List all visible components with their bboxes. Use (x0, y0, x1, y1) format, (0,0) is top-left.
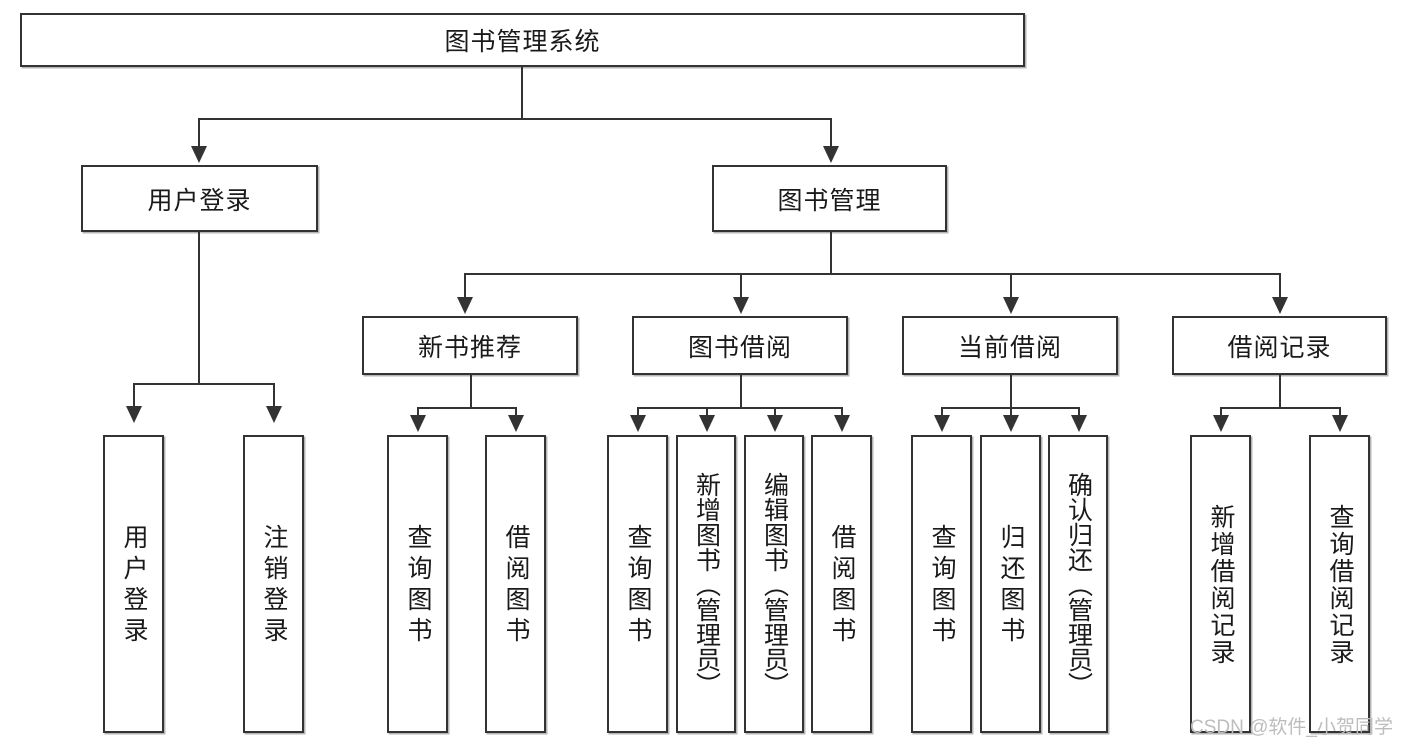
arrow-level2-new-book (457, 297, 473, 314)
arrow-current-borrow-leaf-2 (1003, 415, 1019, 432)
connector-new-book-drop-1 (417, 407, 419, 417)
arrow-borrow-record-leaf-1 (1213, 415, 1229, 432)
arrow-book-borrow-leaf-2 (699, 415, 715, 432)
connector-user-login-stem (198, 232, 200, 383)
connector-borrow-record-bus (1220, 407, 1339, 409)
node-root-system-label: 图书管理系统 (444, 28, 601, 56)
arrow-new-book-leaf-2 (508, 415, 524, 432)
node-leaf-user-login-label: 用户登录 (120, 524, 148, 648)
node-leaf-newbook-query-book[interactable]: 查询图书 (387, 435, 448, 733)
arrow-level2-borrow-record (1272, 297, 1288, 314)
node-current-borrow[interactable]: 当前借阅 (902, 316, 1118, 375)
node-leaf-user-login[interactable]: 用户登录 (103, 435, 164, 733)
node-leaf-borrow-query-book[interactable]: 查询图书 (607, 435, 668, 733)
arrow-book-borrow-leaf-4 (834, 415, 850, 432)
node-leaf-borrow-borrow-book[interactable]: 借阅图书 (811, 435, 872, 733)
connector-book-borrow-stem (740, 375, 742, 407)
connector-new-book-stem (470, 375, 472, 407)
connector-book-borrow-drop-2 (706, 407, 708, 417)
node-leaf-current-return-book[interactable]: 归还图书 (980, 435, 1041, 733)
connector-user-login-bus (133, 383, 274, 385)
connector-current-borrow-drop-2 (1010, 407, 1012, 417)
node-new-book-recommend[interactable]: 新书推荐 (362, 316, 578, 375)
connector-level2-drop-1 (464, 273, 466, 299)
connector-level1-drop-book (830, 118, 832, 148)
connector-level2-drop-3 (1010, 273, 1012, 299)
arrow-level2-current-borrow (1003, 297, 1019, 314)
node-current-borrow-label: 当前借阅 (957, 333, 1062, 362)
node-leaf-current-query-book-label: 查询图书 (928, 524, 956, 648)
node-leaf-logout-label: 注销登录 (260, 524, 288, 648)
connector-borrow-record-drop-2 (1339, 407, 1341, 417)
node-book-borrow[interactable]: 图书借阅 (632, 316, 848, 375)
arrow-level1-user (191, 146, 207, 163)
node-user-login-label: 用户登录 (147, 186, 252, 215)
connector-current-borrow-drop-1 (941, 407, 943, 417)
arrow-user-login-leaf-2 (266, 406, 282, 423)
arrow-level1-book (823, 146, 839, 163)
node-leaf-current-confirm-return-label: 确认归还（管理员） (1064, 472, 1093, 697)
node-user-login[interactable]: 用户登录 (81, 165, 318, 232)
node-leaf-borrow-edit-book-label: 编辑图书（管理员） (760, 472, 789, 697)
arrow-borrow-record-leaf-2 (1332, 415, 1348, 432)
connector-level2-drop-2 (740, 273, 742, 299)
arrow-current-borrow-leaf-3 (1071, 415, 1087, 432)
connector-level1-bus (198, 118, 832, 120)
connector-book-borrow-drop-4 (841, 407, 843, 417)
connector-current-borrow-stem (1010, 375, 1012, 407)
node-book-management-label: 图书管理 (777, 186, 882, 215)
connector-new-book-bus (417, 407, 515, 409)
node-leaf-logout[interactable]: 注销登录 (243, 435, 304, 733)
arrow-current-borrow-leaf-1 (934, 415, 950, 432)
arrow-book-borrow-leaf-1 (630, 415, 646, 432)
node-leaf-record-add[interactable]: 新增借阅记录 (1190, 435, 1251, 733)
node-borrow-record-label: 借阅记录 (1227, 333, 1332, 362)
arrow-user-login-leaf-1 (126, 406, 142, 423)
node-leaf-borrow-add-book[interactable]: 新增图书（管理员） (676, 435, 736, 733)
connector-user-login-drop-2 (273, 383, 275, 408)
connector-user-login-drop-1 (133, 383, 135, 408)
connector-borrow-record-stem (1279, 375, 1281, 407)
node-leaf-borrow-borrow-book-label: 借阅图书 (828, 524, 856, 648)
connector-root-stem (521, 67, 523, 118)
connector-level1-drop-user (198, 118, 200, 148)
node-leaf-borrow-edit-book[interactable]: 编辑图书（管理员） (744, 435, 804, 733)
node-leaf-newbook-borrow-book-label: 借阅图书 (502, 524, 530, 648)
connector-new-book-drop-2 (515, 407, 517, 417)
connector-book-borrow-bus (637, 407, 842, 409)
node-new-book-recommend-label: 新书推荐 (417, 333, 522, 362)
csdn-watermark: CSDN @软件_小贺同学 (1190, 717, 1393, 738)
connector-book-borrow-drop-1 (637, 407, 639, 417)
arrow-new-book-leaf-1 (410, 415, 426, 432)
node-leaf-newbook-borrow-book[interactable]: 借阅图书 (485, 435, 546, 733)
node-borrow-record[interactable]: 借阅记录 (1172, 316, 1387, 375)
arrow-book-borrow-leaf-3 (767, 415, 783, 432)
arrow-level2-book-borrow (733, 297, 749, 314)
node-root-system[interactable]: 图书管理系统 (20, 13, 1025, 67)
connector-level2-drop-4 (1279, 273, 1281, 299)
node-leaf-current-return-book-label: 归还图书 (997, 524, 1025, 648)
connector-level2-bus (464, 273, 1280, 275)
node-leaf-borrow-query-book-label: 查询图书 (624, 524, 652, 648)
node-leaf-current-query-book[interactable]: 查询图书 (911, 435, 972, 733)
node-leaf-current-confirm-return[interactable]: 确认归还（管理员） (1048, 435, 1108, 733)
node-leaf-record-query-label: 查询借阅记录 (1326, 504, 1354, 666)
node-leaf-record-query[interactable]: 查询借阅记录 (1309, 435, 1370, 733)
connector-book-management-stem (830, 232, 832, 273)
node-leaf-record-add-label: 新增借阅记录 (1207, 504, 1235, 666)
node-book-management[interactable]: 图书管理 (712, 165, 947, 232)
node-leaf-borrow-add-book-label: 新增图书（管理员） (692, 472, 721, 697)
connector-current-borrow-drop-3 (1078, 407, 1080, 417)
connector-borrow-record-drop-1 (1220, 407, 1222, 417)
node-leaf-newbook-query-book-label: 查询图书 (404, 524, 432, 648)
node-book-borrow-label: 图书借阅 (687, 333, 792, 362)
connector-book-borrow-drop-3 (774, 407, 776, 417)
